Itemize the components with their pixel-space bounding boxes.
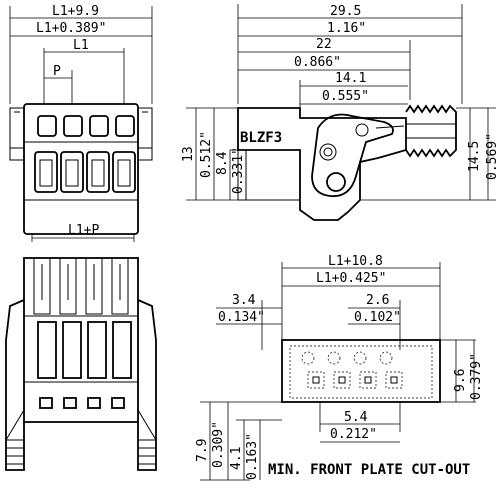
dim-side-total-mm: 29.5 — [330, 4, 361, 19]
side-view: 29.5 1.16" 22 0.866" 14.1 0.555" BLZF3 — [181, 4, 500, 221]
dim-side-22-in: 0.866" — [294, 55, 341, 70]
top-view — [5, 257, 157, 471]
dim-cut-54-in: 0.212" — [330, 427, 377, 442]
dim-side-total-in: 1.16" — [327, 21, 366, 36]
cutout-view: L1+10.8 L1+0.425" 3.4 0.134" 2.6 0.102" — [195, 254, 484, 481]
dim-cut-26-mm: 2.6 — [366, 293, 389, 308]
dim-side-84-in: 0.331" — [231, 147, 246, 194]
dim-front-l1-plus-p: L1+P — [68, 223, 99, 238]
dim-cut-34-mm: 3.4 — [232, 293, 256, 308]
dim-front-width-in: L1+0.389" — [36, 21, 106, 36]
dim-front-l1: L1 — [73, 38, 89, 53]
dim-cut-width-mm: L1+10.8 — [328, 254, 383, 269]
dim-cut-34-in: 0.134" — [218, 310, 265, 325]
dim-cut-26-in: 0.102" — [354, 310, 401, 325]
dim-cut-79-mm: 7.9 — [195, 439, 210, 462]
dim-front-pitch: P — [53, 64, 61, 79]
dim-cut-79-in: 0.309" — [211, 421, 226, 468]
dim-side-145-in: 0.569" — [485, 133, 500, 180]
dim-side-13-mm: 13 — [181, 146, 196, 162]
dim-cut-96-mm: 9.6 — [453, 369, 468, 392]
dim-cut-41-in: 0.163" — [245, 433, 260, 480]
front-view: L1+9.9 L1+0.389" L1 P — [9, 4, 153, 242]
dim-side-84-mm: 8.4 — [215, 151, 230, 175]
dim-cut-54-mm: 5.4 — [344, 410, 368, 425]
dim-cut-width-in: L1+0.425" — [316, 271, 386, 286]
dim-front-width-mm: L1+9.9 — [52, 4, 99, 19]
dim-side-13-in: 0.512" — [199, 131, 214, 178]
brand-label: BLZF3 — [240, 130, 282, 146]
dim-cut-41-mm: 4.1 — [229, 447, 244, 470]
dim-side-22-mm: 22 — [316, 37, 332, 52]
dim-side-14-mm: 14.1 — [335, 71, 366, 86]
dim-side-145-mm: 14.5 — [467, 141, 482, 172]
dim-side-14-in: 0.555" — [322, 89, 369, 104]
cutout-caption: MIN. FRONT PLATE CUT-OUT — [268, 462, 470, 478]
dim-cut-96-in: 0.379" — [469, 353, 484, 400]
